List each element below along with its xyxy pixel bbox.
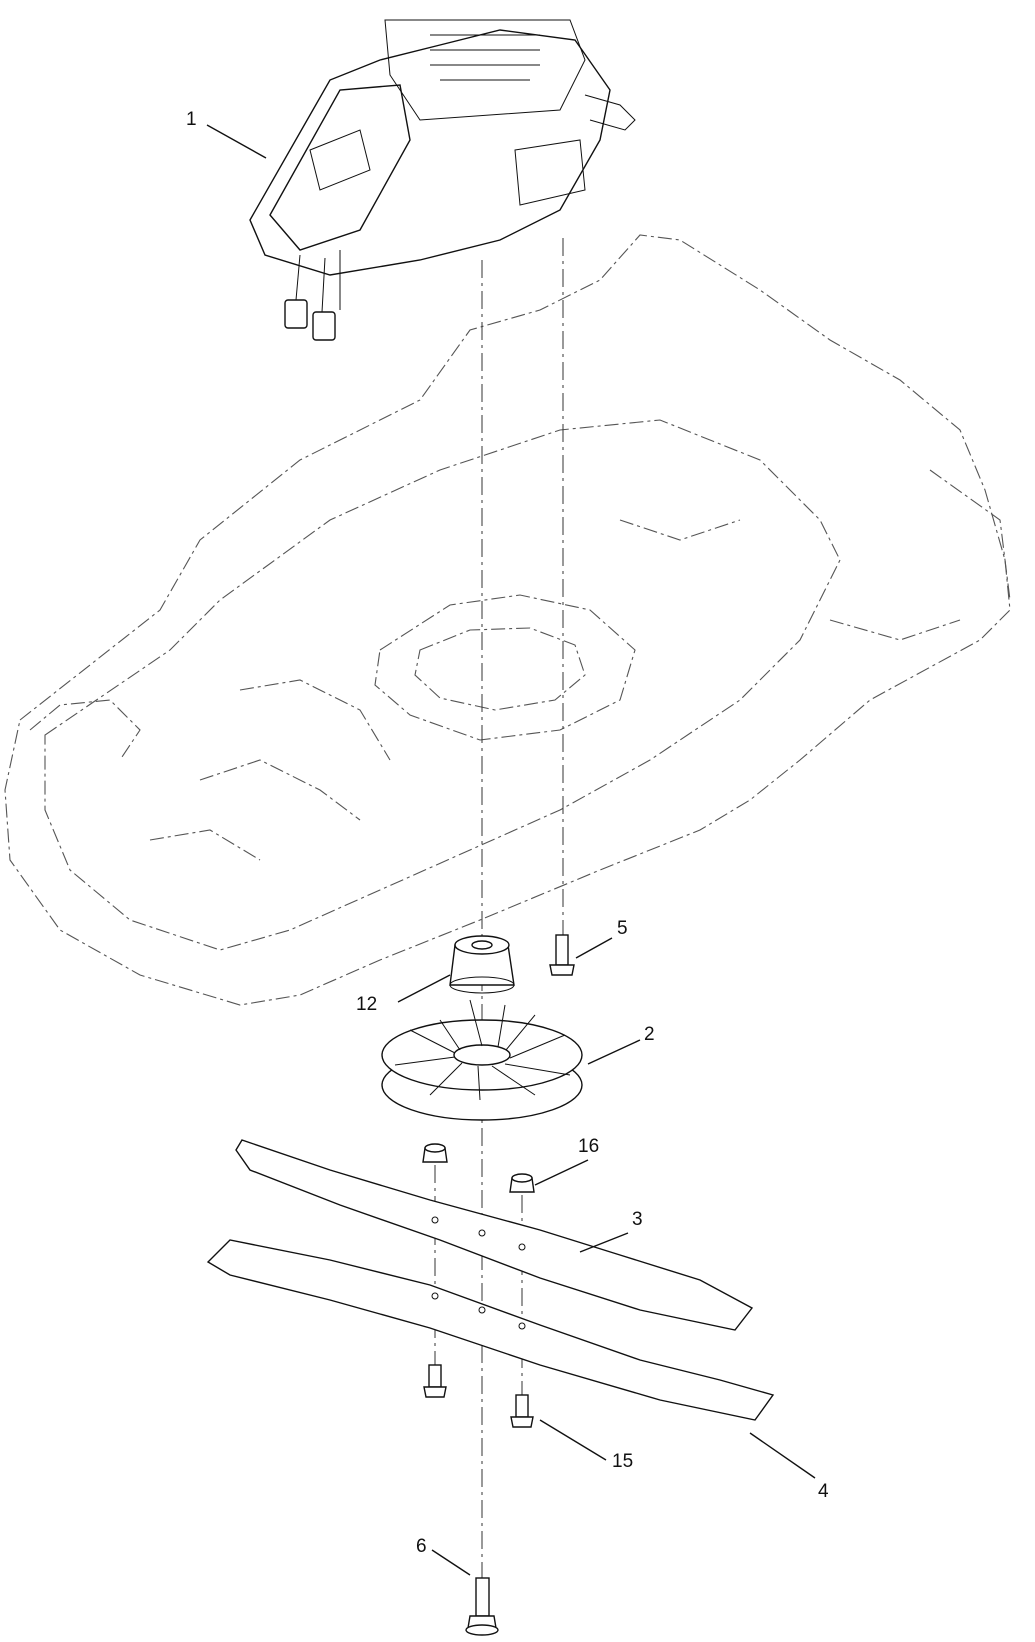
nut-16 xyxy=(422,1143,535,1193)
callout-12: 12 xyxy=(356,994,377,1015)
callout-leaders xyxy=(206,124,816,1576)
callout-2: 2 xyxy=(644,1024,655,1045)
motor-housing xyxy=(249,19,636,341)
callout-3: 3 xyxy=(632,1209,643,1230)
mower-deck-outline xyxy=(4,234,1011,1006)
callout-16: 16 xyxy=(578,1136,599,1157)
cooling-fan xyxy=(381,999,583,1121)
blade-lower xyxy=(206,1239,775,1421)
blade-upper xyxy=(235,1139,754,1331)
blade-adapter xyxy=(449,935,515,994)
blade-bolt-6 xyxy=(465,1577,499,1636)
bolt-15 xyxy=(423,1364,534,1428)
callout-1: 1 xyxy=(186,109,197,130)
callout-5: 5 xyxy=(617,918,628,939)
assembly-centerline xyxy=(434,238,564,1620)
callout-4: 4 xyxy=(818,1481,829,1502)
callout-6: 6 xyxy=(416,1536,427,1557)
callout-15: 15 xyxy=(612,1451,633,1472)
callout-labels: 1 2 3 4 5 6 12 15 16 xyxy=(186,109,829,1557)
screw-5 xyxy=(549,934,575,976)
